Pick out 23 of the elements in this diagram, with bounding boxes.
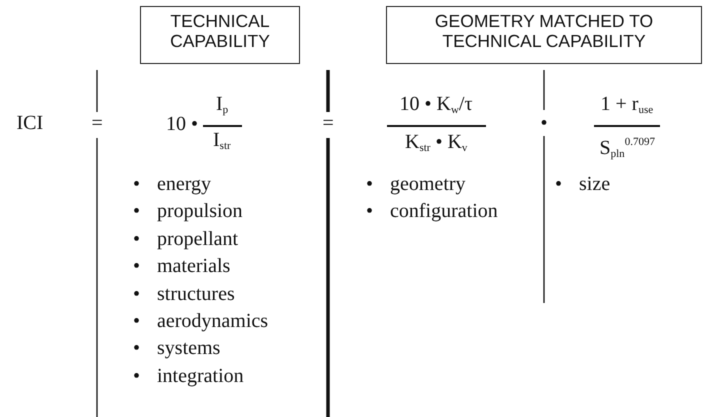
bullet-item: • size — [555, 172, 610, 196]
bullet-item: • propellant — [133, 226, 238, 251]
denominator: K$_{str}$ • K$_{v}$ — [405, 130, 468, 156]
bullet-item: • integration — [133, 364, 244, 388]
bullet-item: • geometry — [366, 172, 466, 196]
equals-sign: = — [92, 111, 103, 135]
heading-box: TECHNICAL CAPABILITY — [140, 6, 300, 64]
bullet-item: • configuration — [366, 199, 498, 224]
bullet-item: • structures — [133, 282, 235, 306]
multiplication-dot: • — [540, 111, 548, 135]
formula-term: 10 • — [166, 112, 198, 136]
equals-sign: = — [322, 111, 334, 135]
numerator: 10 • K$_{w}$/τ — [400, 92, 472, 118]
bullet-item: • propulsion — [133, 199, 243, 224]
formula-term: ICI — [16, 111, 44, 135]
bullet-item: • systems — [133, 336, 220, 360]
bullet-item: • energy — [133, 172, 212, 196]
numerator: 1 + r$_{use}$ — [600, 92, 654, 118]
bullet-item: • aerodynamics — [133, 309, 268, 333]
heading-box: GEOMETRY MATCHED TO TECHNICAL CAPABILITY — [386, 6, 702, 64]
bullet-item: • materials — [133, 254, 230, 278]
numerator: I$_{p}$ — [216, 92, 228, 118]
denominator: I$_{str}$ — [213, 128, 231, 154]
